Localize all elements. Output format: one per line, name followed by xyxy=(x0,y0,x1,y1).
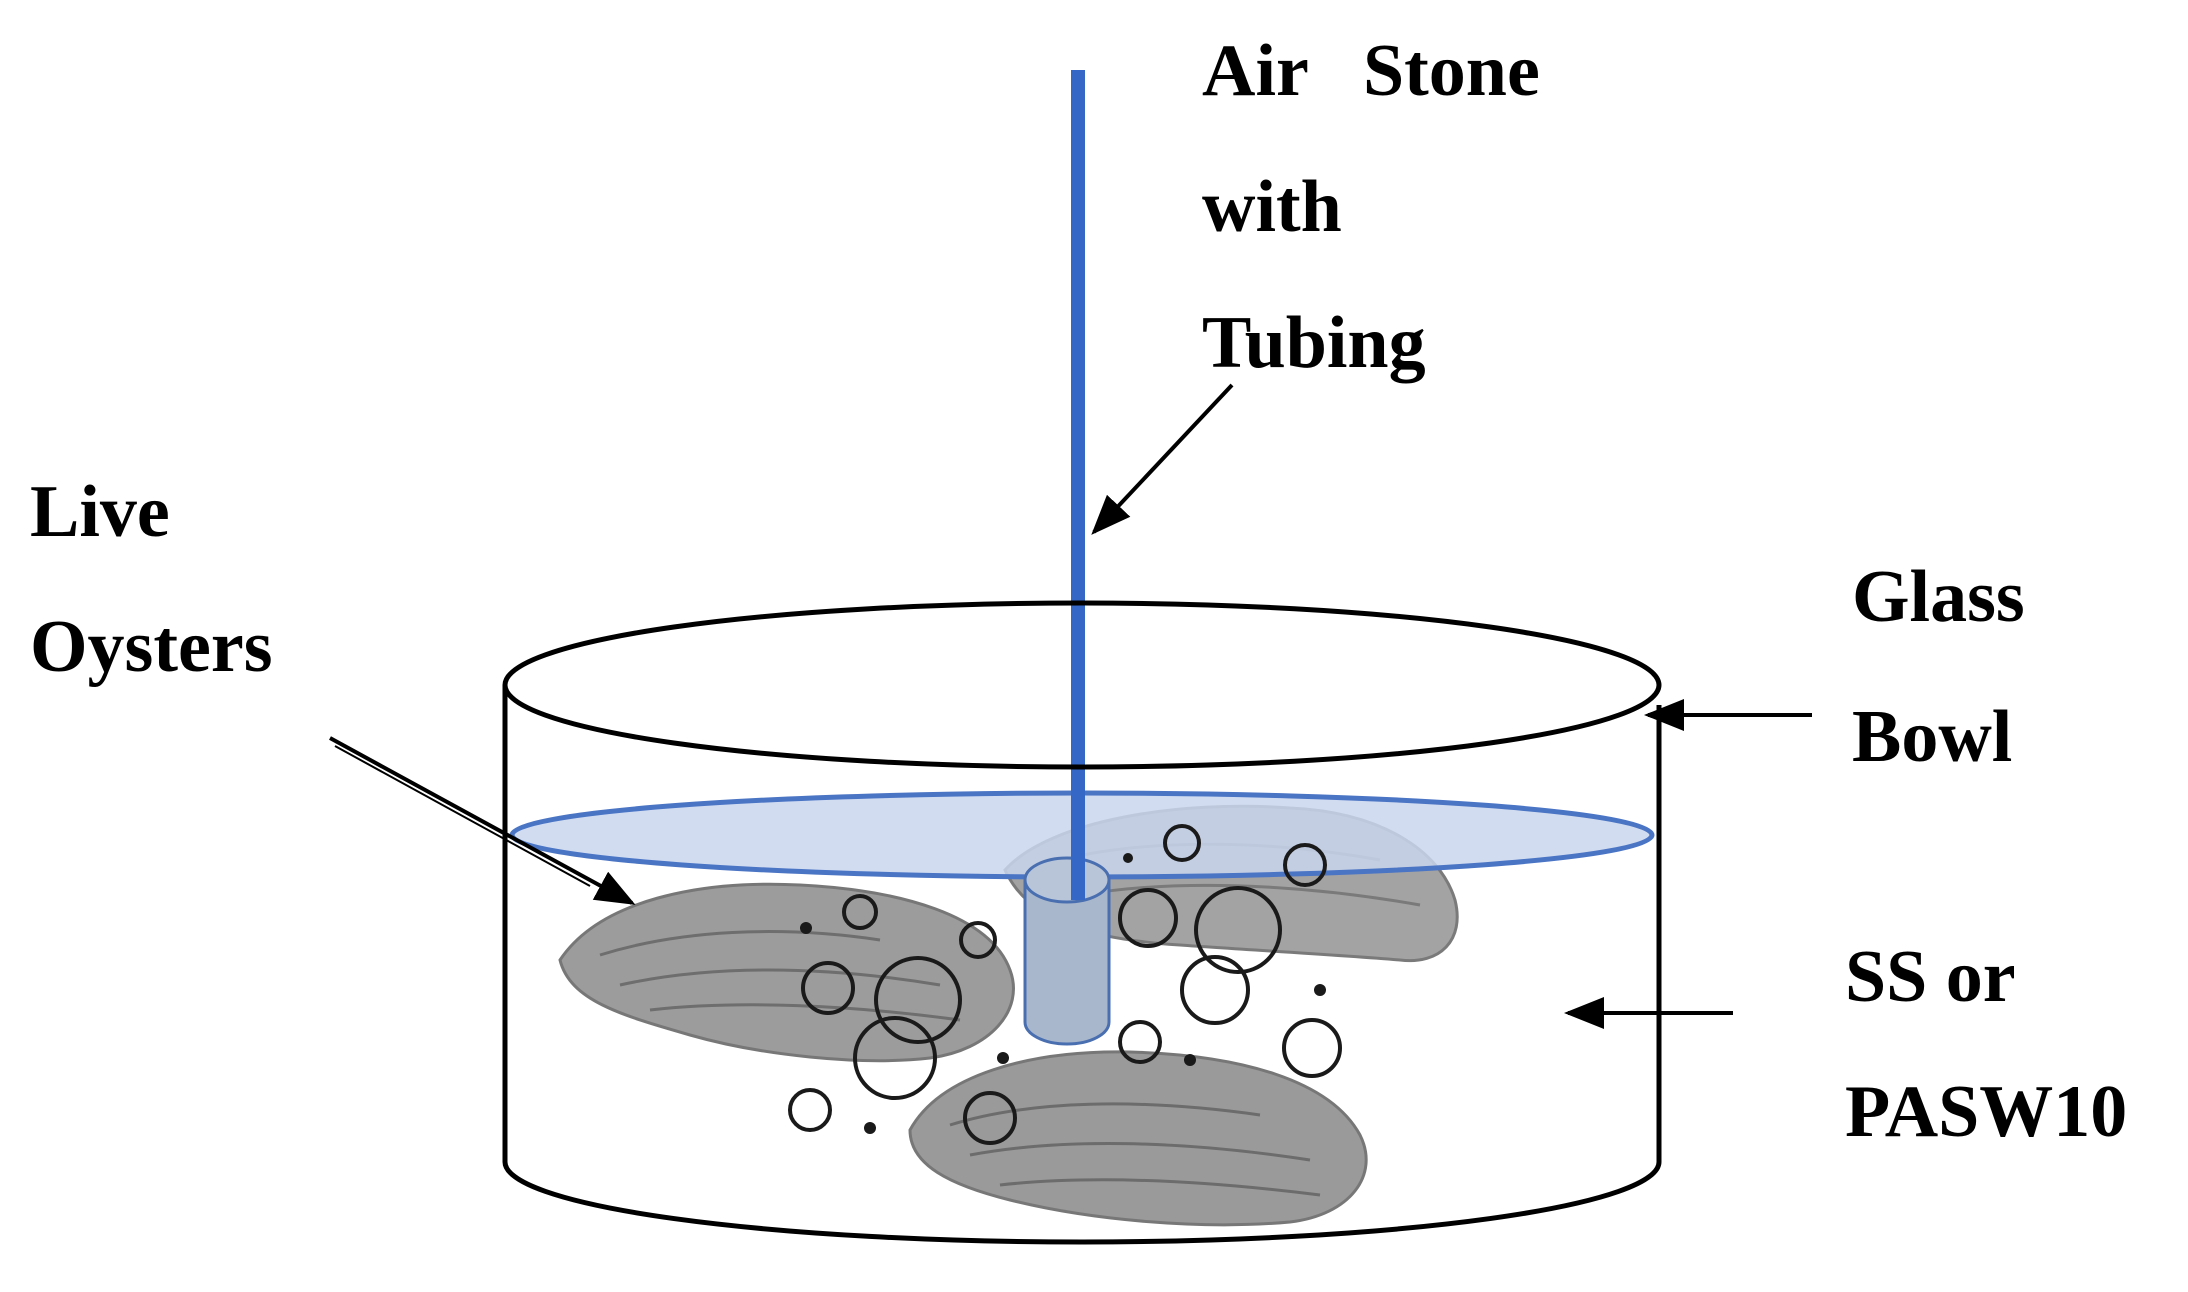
bubbles xyxy=(788,824,1342,1145)
bubble xyxy=(1118,888,1178,948)
particle xyxy=(1184,1054,1196,1066)
particle xyxy=(1123,853,1133,863)
glass-bowl xyxy=(502,685,1662,1245)
bubble xyxy=(1180,955,1250,1025)
bubble xyxy=(1118,1020,1162,1064)
oyster-left-ridges xyxy=(599,930,961,1022)
label-solution-line1: SS or xyxy=(1845,936,2016,1018)
arrows xyxy=(329,383,1812,1029)
bubble xyxy=(1194,886,1282,974)
label-live-oysters-line2: Oysters xyxy=(30,606,273,688)
air-stone-body xyxy=(1023,878,1111,1046)
oyster-front-ridges xyxy=(949,1102,1321,1197)
particle xyxy=(864,1122,876,1134)
label-live-oysters-line1: Live xyxy=(30,471,170,553)
arrow-air-stone xyxy=(1091,383,1234,535)
arrow-live-oysters-shadow xyxy=(334,745,591,887)
air-stone xyxy=(1023,856,1111,1046)
bubble xyxy=(874,956,962,1044)
arrow-live-oysters xyxy=(329,736,636,905)
bubble xyxy=(1283,843,1327,887)
label-glass-bowl-line1: Glass xyxy=(1852,556,2025,638)
bubble xyxy=(959,921,997,959)
bubble xyxy=(963,1091,1017,1145)
label-glass-bowl-line2: Bowl xyxy=(1852,696,2013,778)
label-air-stone-line2: with xyxy=(1202,166,1342,248)
particle xyxy=(1314,984,1326,996)
bowl-body-outline xyxy=(502,685,1662,1245)
bubble xyxy=(801,961,855,1015)
label-air-stone-line1: Air Stone xyxy=(1202,30,1540,112)
label-solution-line2: PASW10 xyxy=(1845,1071,2128,1153)
bubble xyxy=(842,894,878,930)
particles xyxy=(800,853,1326,1134)
bubble xyxy=(788,1088,832,1132)
particle xyxy=(800,922,812,934)
bowl-rim xyxy=(502,600,1662,770)
particle xyxy=(997,1052,1009,1064)
bubble xyxy=(853,1016,937,1100)
label-air-stone-line3: Tubing xyxy=(1202,302,1426,384)
bubble xyxy=(1163,824,1201,862)
air-stone-top xyxy=(1023,856,1111,904)
bubble xyxy=(1282,1018,1342,1078)
